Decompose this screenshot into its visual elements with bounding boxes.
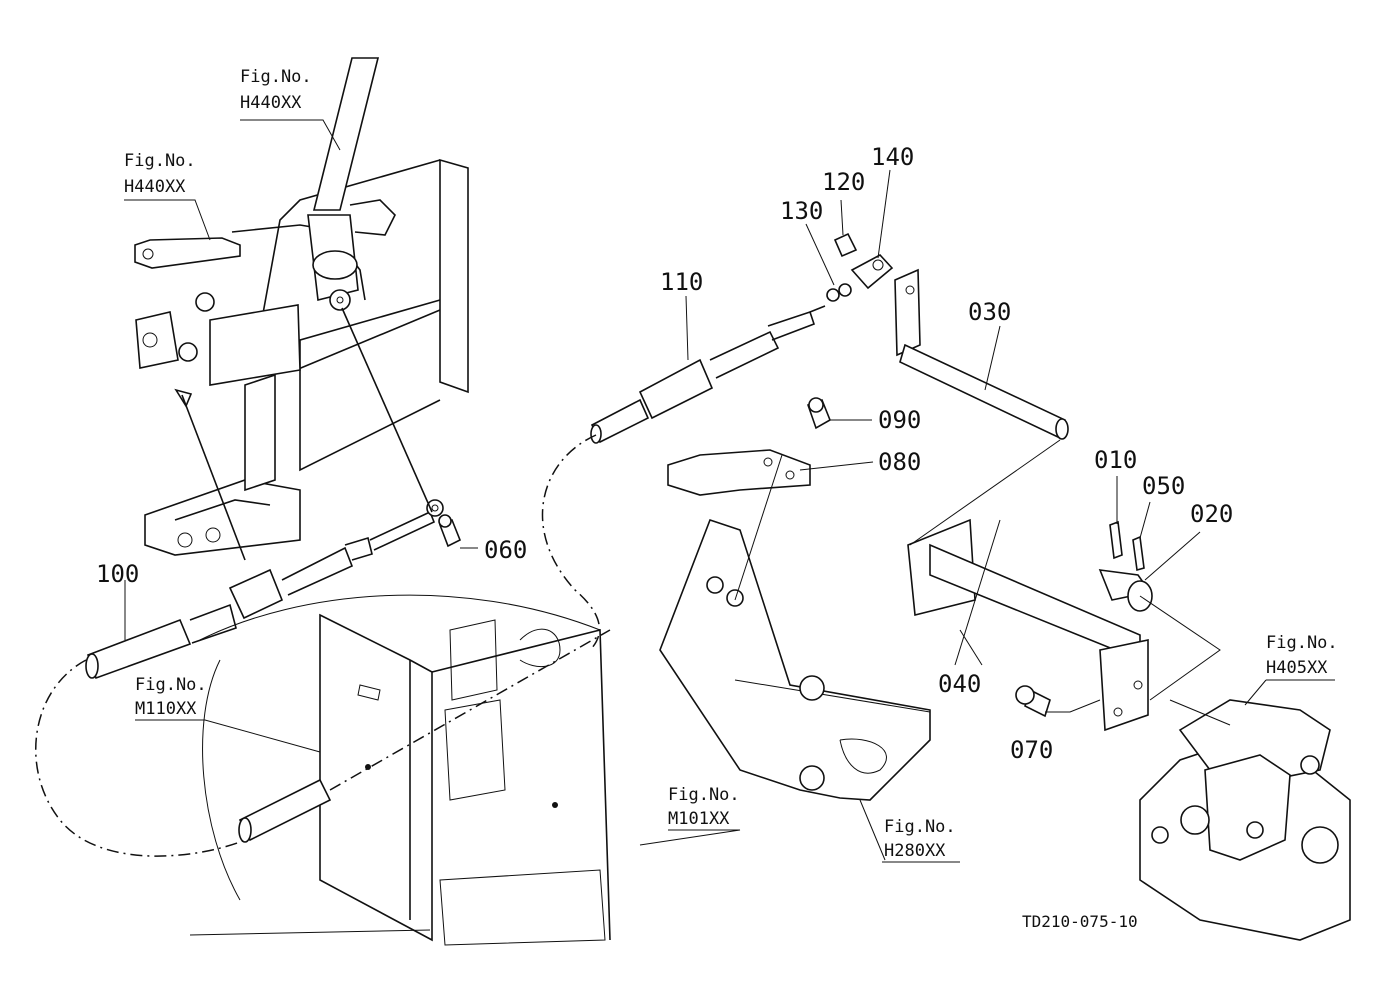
bolt-060 [438,514,462,548]
part-label-110: 110 [660,268,703,296]
cable-100 [85,307,444,680]
part-label-120: 120 [822,168,865,196]
part-label-030: 030 [968,298,1011,326]
left-bracket-assembly [134,57,469,561]
bolt-070 [1015,685,1051,718]
fig-ref-h280: H280XX [884,841,946,861]
part-labels: 140 120 130 110 030 090 080 010 050 020 … [96,143,1233,764]
valve-h405 [1139,699,1351,941]
fig-ref-label: Fig.No. [1266,633,1338,653]
frame-040 [907,439,1221,732]
part-label-060: 060 [484,536,527,564]
fig-ref-m110: M110XX [135,699,197,719]
part-label-140: 140 [871,143,914,171]
fig-ref-m101: M101XX [668,809,730,829]
shaft-030 [894,268,1069,440]
fig-ref-h440-left: H440XX [124,177,186,197]
part-label-050: 050 [1142,472,1185,500]
cable-path-left [34,659,251,857]
drawing-code: TD210-075-10 [1022,912,1138,931]
part-label-040: 040 [938,670,981,698]
fig-ref-label: Fig.No. [884,817,956,837]
figure-references: Fig.No. H440XX Fig.No. H440XX Fig.No. M1… [124,67,1338,861]
part-label-130: 130 [780,197,823,225]
part-label-010: 010 [1094,446,1137,474]
fig-ref-label: Fig.No. [135,675,207,695]
panel-assembly [189,594,611,946]
fig-ref-label: Fig.No. [668,785,740,805]
link-parts [833,232,894,297]
part-label-090: 090 [878,406,921,434]
part-label-020: 020 [1190,500,1233,528]
cable-path-panel [329,629,611,791]
cable-110 [590,288,840,444]
fig-ref-h405: H405XX [1266,658,1328,678]
fig-ref-label: Fig.No. [124,151,196,171]
bracket-080 [667,397,832,496]
part-label-100: 100 [96,560,139,588]
fig-ref-h440-top: H440XX [240,93,302,113]
leader-lines [124,119,1335,863]
fig-ref-label: Fig.No. [240,67,312,87]
part-label-080: 080 [878,448,921,476]
cable-path-center [541,434,601,651]
plate-h280 [659,518,931,801]
part-label-070: 070 [1010,736,1053,764]
